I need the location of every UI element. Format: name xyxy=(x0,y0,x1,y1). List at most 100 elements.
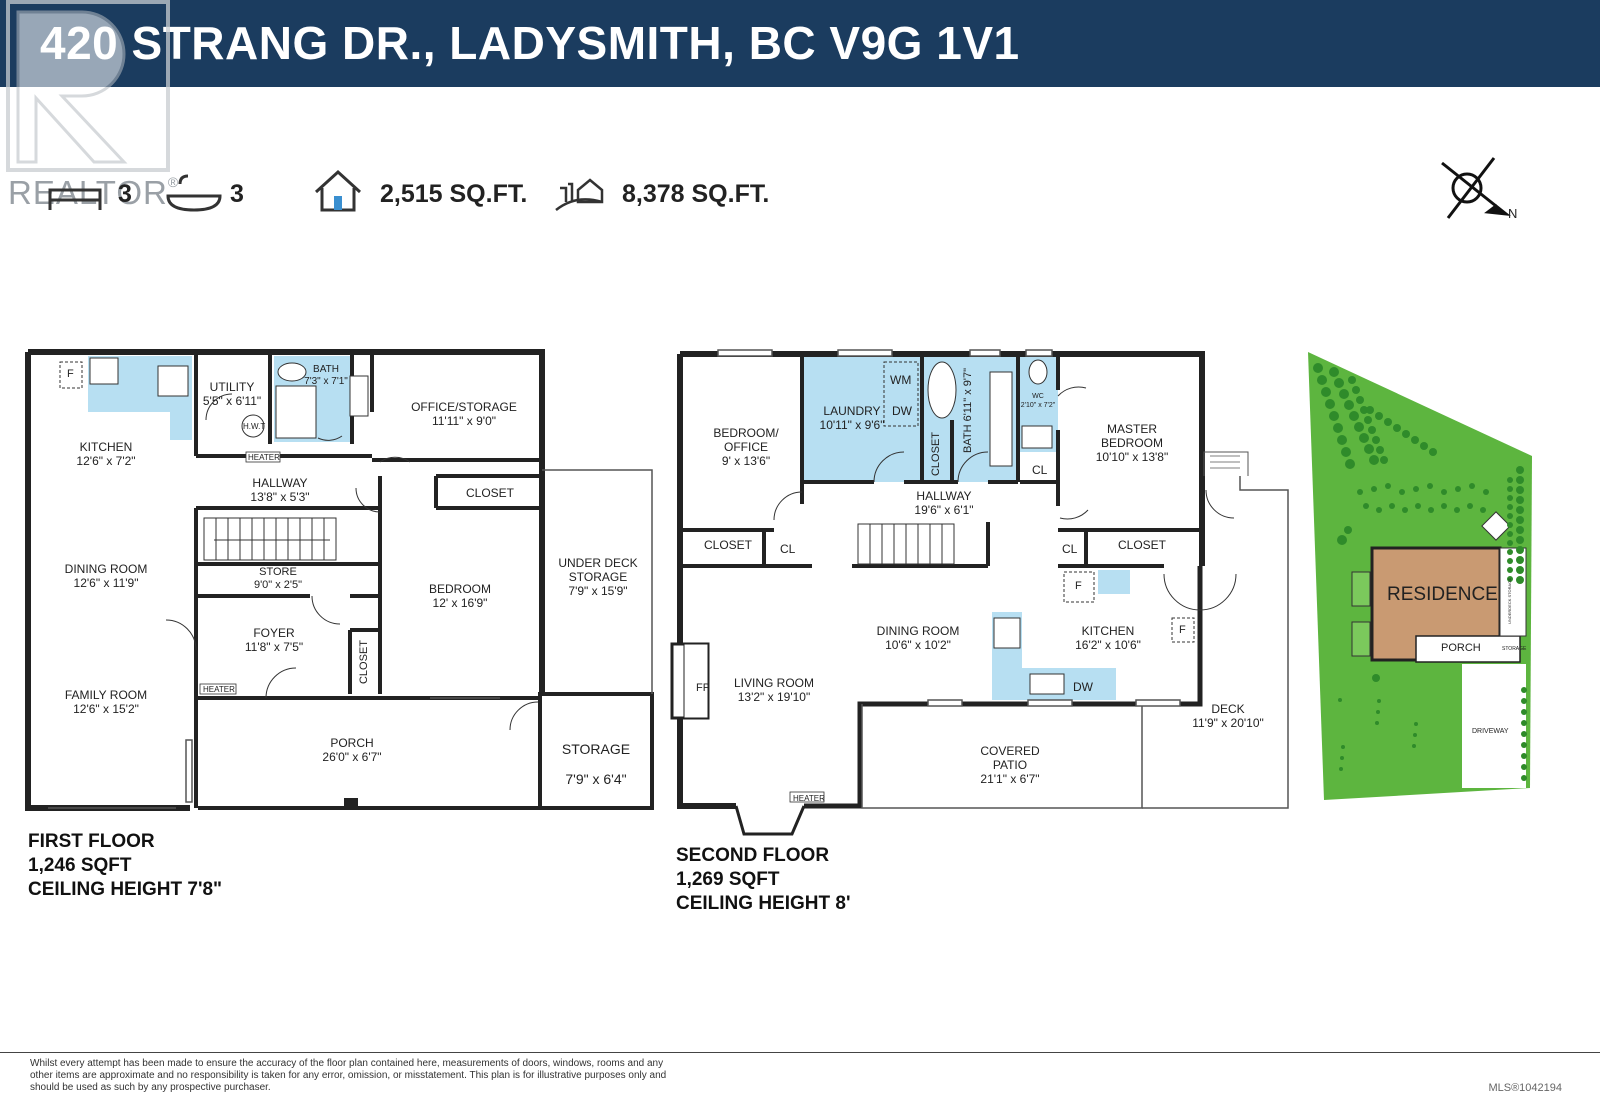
room-dims: 12' x 16'9" xyxy=(432,596,488,610)
room-name: BEDROOM xyxy=(428,582,492,596)
tree-icon xyxy=(1402,507,1408,513)
tree-icon xyxy=(1507,522,1513,528)
sf-laundry-fill xyxy=(804,356,922,482)
tree-icon xyxy=(1507,495,1513,501)
ff-heater-label-foyer: HEATER xyxy=(203,685,235,694)
room-name-line2: PATIO xyxy=(992,758,1028,772)
sf-closet-label-left: CLOSET xyxy=(704,538,753,552)
site-storage-label: STORAGE xyxy=(1502,646,1527,652)
room-dims: 10'11" x 9'6" xyxy=(819,418,885,432)
tree-icon xyxy=(1469,483,1475,489)
first-floor-plan xyxy=(25,349,654,811)
tree-icon xyxy=(1428,507,1434,513)
room-dims: 12'6" x 15'2" xyxy=(73,702,139,716)
interior-area: 2,515 SQ.FT. xyxy=(380,180,528,208)
tree-icon xyxy=(1516,516,1524,524)
tree-icon xyxy=(1414,722,1418,726)
room-name: OFFICE/STORAGE xyxy=(411,400,517,414)
tree-icon xyxy=(1354,422,1364,432)
tree-icon xyxy=(1521,720,1527,726)
room-dims: 13'8" x 5'3" xyxy=(250,490,310,504)
ff-vanity xyxy=(349,375,369,417)
tree-icon xyxy=(1348,376,1356,384)
tree-icon xyxy=(1357,489,1363,495)
room-dims: 12'6" x 11'9" xyxy=(73,576,139,590)
tree-icon xyxy=(1313,363,1323,373)
tree-icon xyxy=(1521,775,1527,781)
tree-icon xyxy=(1344,400,1354,410)
tree-icon xyxy=(1375,412,1383,420)
tree-icon xyxy=(1337,535,1347,545)
second-floor-plan xyxy=(670,349,1289,836)
tree-icon xyxy=(1521,687,1527,693)
room-dims: 7'9" x 6'4" xyxy=(565,771,627,787)
porch-block xyxy=(1415,635,1521,663)
room-name: LIVING ROOM xyxy=(733,676,815,690)
sf-heater-label: HEATER xyxy=(793,794,825,803)
ff-fridge-label: F xyxy=(67,368,74,380)
sf-dryer-label: DW xyxy=(892,404,912,418)
tree-icon xyxy=(1359,433,1369,443)
room-dims: 19'6" x 6'1" xyxy=(914,503,974,517)
tree-icon xyxy=(1372,436,1380,444)
property-address-title: 420 STRANG DR., LADYSMITH, BC V9G 1V1 xyxy=(40,17,1020,69)
room-name: HALLWAY xyxy=(252,476,308,490)
tree-icon xyxy=(1337,435,1347,445)
sf-closet-label-right: CLOSET xyxy=(1118,538,1167,552)
room-name: UNDER DECK xyxy=(558,556,638,570)
room-name: FAMILY ROOM xyxy=(64,688,148,702)
tree-icon xyxy=(1516,526,1524,534)
first-floor-ceiling: CEILING HEIGHT 7'8" xyxy=(28,879,223,900)
footer-disclaimer: Whilst every attempt has been made to en… xyxy=(30,1058,667,1093)
compass-north-label: N xyxy=(1508,206,1518,221)
tree-icon xyxy=(1352,386,1360,394)
room-dims: 6'11" x 9'7" xyxy=(962,368,974,422)
sf-room-bath: BATH 6'11" x 9'7" xyxy=(962,368,974,453)
tree-icon xyxy=(1368,426,1376,434)
mls-number: MLS®1042194 xyxy=(1488,1082,1562,1094)
room-dims: 9' x 13'6" xyxy=(721,454,771,468)
tree-icon xyxy=(1334,378,1344,388)
ff-closet-vertical-label: CLOSET xyxy=(358,640,370,685)
tree-icon xyxy=(1516,486,1524,494)
tree-icon xyxy=(1429,448,1437,456)
tree-icon xyxy=(1507,477,1513,483)
room-dims: 16'2" x 10'6" xyxy=(1075,638,1141,652)
tree-icon xyxy=(1516,476,1524,484)
site-porch-label: PORCH xyxy=(1441,642,1481,654)
tree-icon xyxy=(1341,447,1351,457)
room-name: FOYER xyxy=(253,626,295,640)
ff-heater-label: HEATER xyxy=(248,453,280,462)
hwt-tank xyxy=(241,414,265,438)
tree-icon xyxy=(1516,496,1524,504)
footer-divider xyxy=(0,1052,1600,1053)
tree-icon xyxy=(1384,418,1392,426)
lot-area: 8,378 SQ.FT. xyxy=(622,180,770,208)
ff-toilet xyxy=(277,362,307,382)
sf-vanity xyxy=(989,371,1013,467)
ff-shower xyxy=(275,385,317,439)
tree-icon xyxy=(1516,466,1524,474)
tree-icon xyxy=(1516,576,1524,584)
room-name-line2: STORAGE xyxy=(568,570,628,584)
sf-fridge-dining xyxy=(1063,571,1095,603)
sf-kitchen-counters xyxy=(992,612,1116,700)
tree-icon xyxy=(1516,556,1524,564)
sf-stove xyxy=(993,617,1021,649)
ff-stairs xyxy=(203,517,337,561)
tree-icon xyxy=(1516,566,1524,574)
ff-stove xyxy=(89,357,119,385)
room-name-line2: BEDROOM xyxy=(1100,436,1163,450)
second-floor-info: SECOND FLOOR 1,269 SQFT CEILING HEIGHT 8… xyxy=(676,844,850,916)
tree-icon xyxy=(1516,546,1524,554)
